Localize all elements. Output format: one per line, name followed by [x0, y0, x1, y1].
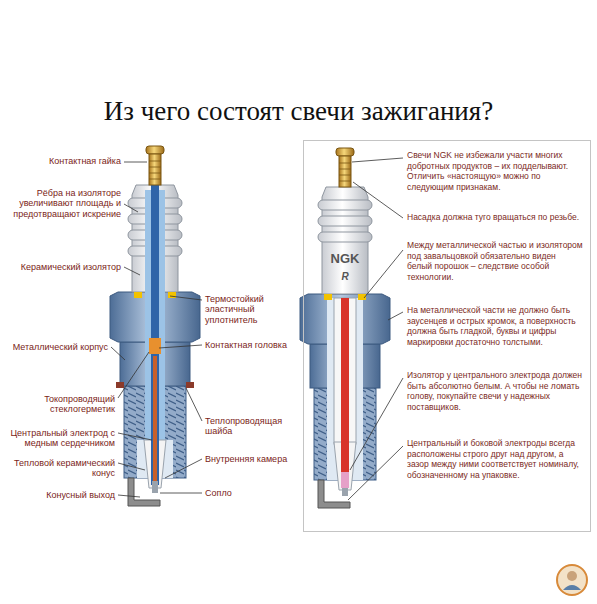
part-label: Контактная головка — [205, 340, 295, 350]
part-label: Сопло — [205, 488, 295, 498]
part-label: Внутренняя камера — [205, 454, 295, 464]
part-label: Контактная гайка — [3, 156, 121, 166]
part-label: Центральный электрод с медным сердечнико… — [3, 428, 115, 449]
note-text: Между металлической частью и изолятором … — [407, 240, 583, 283]
part-label: Термостойкий эластичный уплотнитель — [205, 294, 295, 325]
note-text: Изолятор у центрального электрода должен… — [407, 370, 583, 413]
info-panel: Свечи NGK не избежали участи многих добр… — [303, 140, 591, 532]
leader-lines — [348, 158, 403, 500]
note-text: Свечи NGK не избежали участи многих добр… — [407, 150, 583, 193]
brand-mark: NGK — [322, 252, 368, 267]
leader-lines — [111, 162, 202, 497]
page-title: Из чего состоят свечи зажигания? — [0, 96, 597, 127]
part-label: Рёбра на изоляторе увеличивают площадь и… — [3, 188, 121, 219]
part-label: Металлический корпус — [3, 342, 108, 352]
corner-logo — [557, 565, 587, 595]
part-label: Конусный выход — [3, 490, 115, 500]
note-text: Центральный и боковой электроды всегда р… — [407, 438, 583, 481]
note-text: Насадка должна туго вращаться по резьбе. — [407, 212, 583, 223]
ngk-plug — [300, 148, 390, 508]
note-text: На металлической части не должно быть за… — [407, 305, 583, 348]
part-label: Керамический изолятор — [3, 262, 121, 272]
brand-mark: R — [322, 271, 368, 283]
part-label: Теплопроводящая шайба — [205, 416, 295, 437]
part-label: Токопроводящий стеклогерметик — [3, 394, 115, 415]
part-label: Тепловой керамический конус — [3, 458, 115, 479]
cutaway-plug — [110, 146, 200, 506]
